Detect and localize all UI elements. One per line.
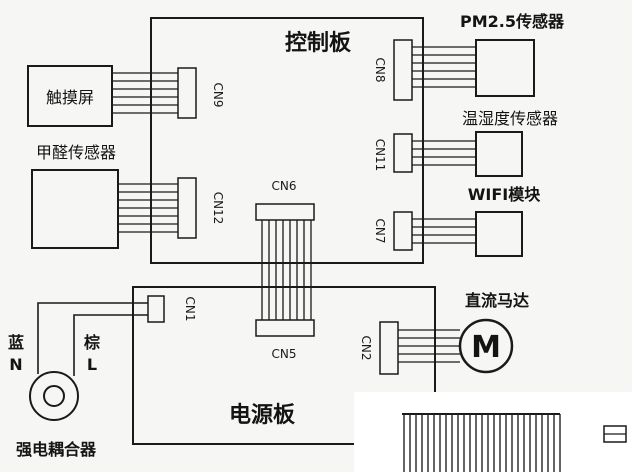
cn9-label: CN9 (211, 83, 225, 108)
cn6-label: CN6 (272, 179, 297, 193)
formaldehyde-label: 甲醛传感器 (36, 143, 116, 162)
cn12-label: CN12 (211, 192, 225, 225)
temp-humidity-box (475, 131, 523, 177)
cn8-label: CN8 (373, 58, 387, 83)
formaldehyde-box (31, 169, 119, 249)
control-board-label: 控制板 (285, 30, 352, 56)
live-letter: L (87, 355, 97, 374)
live-wire (73, 314, 148, 376)
cn5-label: CN5 (272, 347, 297, 361)
live-color-label: 棕 (84, 333, 100, 352)
cn11-label: CN11 (373, 139, 387, 172)
touch-screen-box (27, 65, 113, 127)
cn8-connector (393, 39, 413, 101)
power-board (132, 286, 436, 445)
cn11-wires (412, 140, 476, 166)
pm25-label: PM2.5传感器 (460, 12, 565, 31)
temp-humidity-label: 温湿度传感器 (462, 109, 558, 128)
cn7-label: CN7 (373, 219, 387, 244)
cn1-connector (147, 295, 165, 323)
neutral-wire (37, 302, 148, 374)
pm25-box (475, 39, 535, 97)
cn2-connector (379, 321, 399, 375)
cn6-cn5-ribbon (261, 220, 312, 320)
cn7-wires (412, 218, 476, 244)
cn2-wires (398, 329, 460, 363)
neutral-color-label: 蓝 (8, 333, 24, 352)
dc-motor-circle (458, 318, 514, 374)
cn12-wires (118, 183, 178, 233)
occluding-photo-stripes (402, 413, 561, 472)
coupler-label: 强电耦合器 (16, 440, 97, 459)
occluding-photo (354, 392, 632, 472)
cn11-connector (393, 133, 413, 173)
neutral-letter: N (9, 355, 22, 374)
coupler-inner-ring (43, 385, 65, 407)
cn9-wires (112, 72, 178, 114)
dc-motor-label: 直流马达 (465, 291, 529, 310)
power-board-label: 电源板 (229, 403, 296, 428)
cn8-wires (412, 46, 476, 88)
dc-motor-symbol: M (471, 330, 501, 365)
cn5-connector (255, 319, 315, 337)
wifi-label: WIFI模块 (468, 185, 541, 204)
cn12-connector (177, 177, 197, 239)
cn9-connector (177, 67, 197, 119)
cn7-connector (393, 211, 413, 251)
cn2-label: CN2 (359, 336, 373, 361)
touch-screen-label: 触摸屏 (46, 88, 94, 107)
cn1-label: CN1 (183, 297, 197, 322)
coupler-outer-ring (29, 371, 79, 421)
cn6-connector (255, 203, 315, 221)
wifi-box (475, 211, 523, 257)
